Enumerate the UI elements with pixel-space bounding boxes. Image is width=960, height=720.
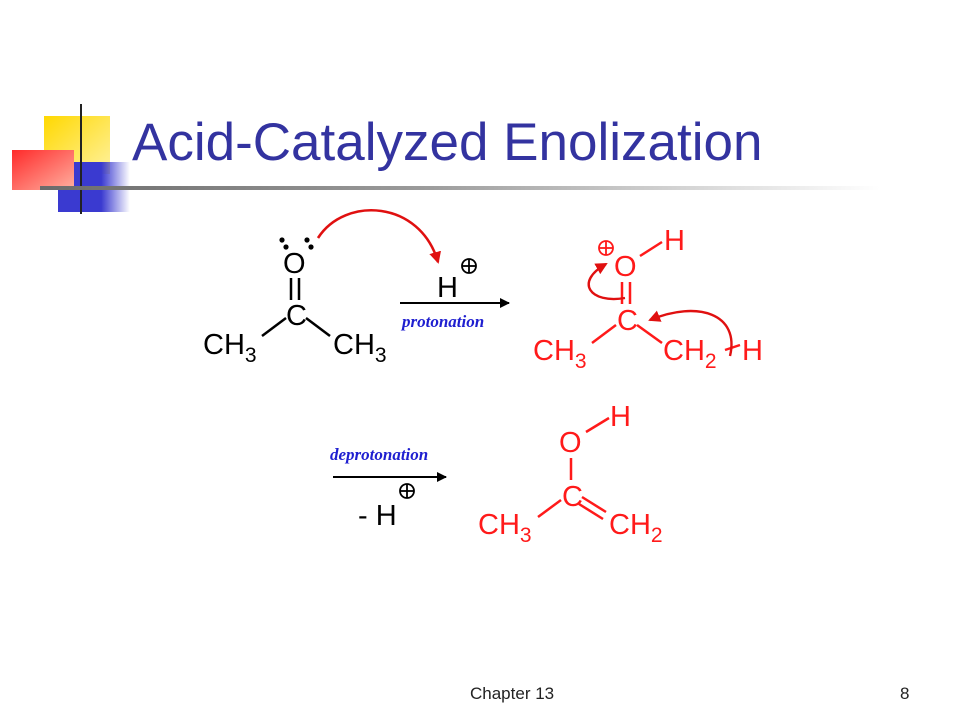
oxonium-left-sub: 3	[575, 350, 587, 373]
enol-oxygen: O	[559, 427, 582, 459]
step2-label: deprotonation	[330, 445, 428, 464]
svg-text:CH3: CH3	[533, 335, 587, 373]
acetone-right-sub: 3	[375, 344, 387, 367]
minus-proton-reagent: - H	[358, 500, 397, 532]
curved-arrow-icon	[648, 309, 733, 357]
oxonium-left-group: CH	[533, 335, 575, 367]
oxonium-molecule: O H C CH3 CH2 H	[533, 225, 763, 373]
svg-text:CH3: CH3	[478, 509, 532, 547]
acetone-left-sub: 3	[245, 344, 257, 367]
enol-hydrogen: H	[610, 401, 631, 433]
svg-text:CH2: CH2	[663, 335, 717, 373]
deco-red-square	[12, 150, 74, 190]
curved-arrow-icon	[587, 262, 626, 301]
oxonium-right-group: CH	[663, 335, 705, 367]
acetone-oxygen: O	[283, 248, 306, 280]
svg-text:CH3: CH3	[333, 329, 387, 367]
deco-vertical-line	[80, 104, 82, 214]
enol-left-group: CH	[478, 509, 520, 541]
acetone-left-group: CH	[203, 329, 245, 361]
enol-left-sub: 3	[520, 524, 532, 547]
page-number: 8	[900, 684, 910, 703]
acetone-carbon: C	[286, 300, 307, 332]
oxonium-carbon: C	[617, 305, 638, 337]
page-title: Acid-Catalyzed Enolization	[132, 113, 763, 172]
enol-right-group: CH	[609, 509, 651, 541]
enol-molecule: O H C CH3 CH2	[478, 401, 663, 547]
oxonium-hydrogen: H	[664, 225, 685, 257]
acetone-molecule: O C CH3 CH3	[203, 237, 387, 367]
curved-arrow-icon	[316, 208, 441, 264]
title-divider	[40, 186, 880, 190]
oxonium-right-h: H	[742, 335, 763, 367]
lone-pair-icon	[279, 237, 314, 250]
plus-circle-icon	[399, 483, 415, 499]
acetone-right-group: CH	[333, 329, 375, 361]
step1-label: protonation	[400, 312, 484, 331]
svg-text:CH2: CH2	[609, 509, 663, 547]
enol-carbon: C	[562, 481, 583, 513]
plus-circle-icon	[461, 258, 477, 274]
plus-circle-icon	[598, 240, 614, 256]
proton-reagent: H	[437, 272, 458, 304]
oxonium-oxygen: O	[614, 251, 637, 283]
enol-right-sub: 2	[651, 524, 663, 547]
svg-text:CH3: CH3	[203, 329, 257, 367]
oxonium-right-sub: 2	[705, 350, 717, 373]
footer-chapter: Chapter 13	[470, 684, 555, 703]
